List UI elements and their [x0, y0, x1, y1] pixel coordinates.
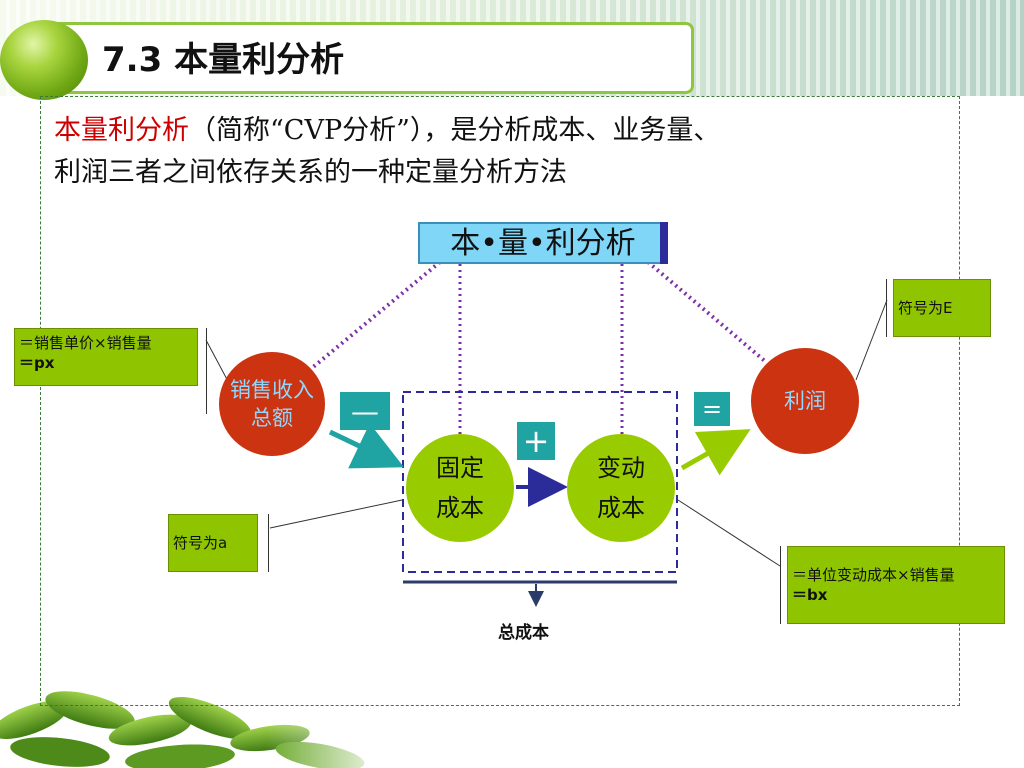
profit-circle: 利润 — [751, 348, 859, 454]
callout-variable — [677, 499, 781, 567]
arrow-sales-to-fixed — [328, 423, 405, 469]
sales-revenue-label: 销售收入总额 — [230, 378, 314, 430]
intro-paragraph: 本量利分析（简称“CVP分析”），是分析成本、业务量、 利润三者之间依存关系的一… — [54, 110, 954, 194]
variable-cost-label: 变动成本 — [597, 454, 645, 522]
profit-symbol-text: 符号为E — [898, 299, 953, 317]
variable-note-bar — [780, 546, 781, 624]
sales-note-bar — [206, 328, 207, 414]
variable-cost-circle: 变动成本 — [567, 434, 675, 542]
plus-sign-box: + — [517, 422, 555, 460]
arrow-variable-to-profit — [680, 429, 751, 476]
profit-symbol-note: 符号为E — [893, 279, 991, 337]
sales-revenue-circle: 销售收入总额 — [219, 352, 325, 456]
center-box-edge — [660, 222, 668, 264]
sales-formula-line1: ＝销售单价×销售量 — [19, 334, 152, 352]
equals-sign-box: = — [694, 392, 730, 426]
fixed-symbol-note: 符号为a — [168, 514, 258, 572]
fixed-cost-label: 固定成本 — [436, 454, 484, 522]
fixed-symbol-text: 符号为a — [173, 534, 228, 552]
link-center-profit — [646, 260, 768, 364]
equals-sign: = — [701, 395, 723, 423]
callout-profit — [855, 299, 888, 381]
green-ball-decoration — [0, 20, 88, 100]
fixed-note-bar — [268, 514, 269, 572]
profit-label: 利润 — [784, 389, 826, 413]
variable-formula-note: ＝单位变动成本×销售量 ＝bx — [787, 546, 1005, 624]
title-bar — [42, 22, 694, 94]
total-cost-label: 总成本 — [498, 623, 549, 643]
sales-formula-note: ＝销售单价×销售量 ＝px — [14, 328, 198, 386]
profit-note-bar — [886, 279, 887, 337]
fixed-cost-circle: 固定成本 — [406, 434, 514, 542]
intro-highlight: 本量利分析 — [54, 115, 189, 146]
total-cost-box — [402, 391, 678, 573]
plus-sign: + — [522, 422, 550, 460]
center-cvp-box: 本•量•利分析 — [418, 222, 668, 264]
sales-formula-line2: ＝px — [19, 354, 55, 372]
content-frame — [40, 96, 960, 706]
link-center-sales — [310, 260, 442, 370]
minus-sign: — — [351, 394, 379, 428]
minus-sign-box: — — [340, 392, 390, 430]
intro-line2: 利润三者之间依存关系的一种定量分析方法 — [54, 157, 567, 188]
tea-leaves-decoration — [0, 680, 380, 768]
variable-formula-line1: ＝单位变动成本×销售量 — [792, 566, 955, 584]
intro-line1-rest: （简称“CVP分析”），是分析成本、业务量、 — [189, 115, 721, 146]
center-cvp-label: 本•量•利分析 — [450, 226, 636, 261]
variable-formula-line2: ＝bx — [792, 586, 828, 604]
callout-fixed — [269, 499, 403, 529]
page-title: 7.3 本量利分析 — [102, 40, 345, 80]
